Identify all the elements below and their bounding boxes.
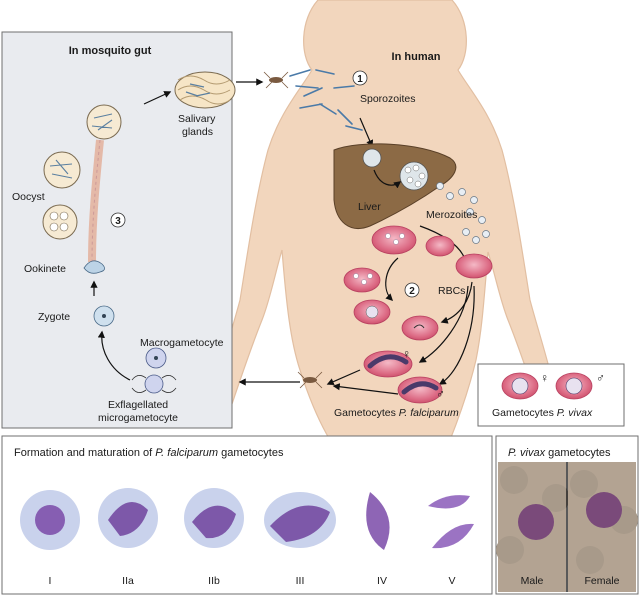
- mosquito-top-icon: [263, 71, 289, 89]
- pv-panel-title: P. vivax gametocytes: [508, 447, 611, 459]
- arrow-sporozoites-to-liver: [359, 117, 374, 148]
- rbcs-label: RBCs: [438, 285, 465, 297]
- salivary-glands-label-line1: Salivary: [178, 113, 216, 125]
- arrow-oocyst-to-salivary: [143, 91, 172, 105]
- sporozoites-label: Sporozoites: [360, 93, 415, 105]
- microgametocyte-illustration: [131, 374, 177, 394]
- step-3-badge: [110, 212, 126, 228]
- liver-label: Liver: [358, 201, 381, 213]
- stage-III-micrograph: [264, 492, 336, 548]
- step-2-badge: [404, 282, 420, 298]
- gametocytes-pf-prefix: Gametocytes: [334, 407, 399, 419]
- zygote-label: Zygote: [38, 311, 70, 323]
- step-3-number: 3: [115, 216, 121, 227]
- salivary-glands-illustration: [174, 71, 236, 109]
- gametocytes-pv-species: P. vivax: [557, 407, 593, 419]
- stage-label-III: III: [296, 575, 305, 587]
- stage-label-IV: IV: [377, 575, 387, 587]
- pf-male-symbol: ♂: [436, 387, 445, 401]
- pf-title-prefix: Formation and maturation of: [14, 447, 155, 459]
- gametocytes-pv-prefix: Gametocytes: [492, 407, 557, 419]
- step-1-badge: [352, 70, 368, 86]
- pv-female-symbol: ♀: [540, 371, 549, 385]
- stage-label-IIa: IIa: [122, 575, 134, 587]
- mosquito-gut-title: In mosquito gut: [69, 45, 152, 57]
- arrow-gametes-to-zygote: [97, 330, 131, 381]
- pv-title-species: P. vivax: [508, 447, 546, 459]
- merozoites-illustration: [436, 182, 490, 244]
- sporozoites-illustration: [289, 69, 363, 131]
- oocyst-illustration: [42, 104, 122, 240]
- pv-male-micrograph: [496, 462, 570, 592]
- pv-gametocytes-box: [477, 363, 625, 427]
- gametocytes-pf-label: Gametocytes P. falciparum: [334, 407, 459, 419]
- pf-female-symbol: ♀: [402, 347, 411, 361]
- pv-gametocytes-illustration: [501, 372, 593, 400]
- step-2-number: 2: [409, 286, 415, 297]
- merozoites-label: Merozoites: [426, 209, 477, 221]
- salivary-glands-label-line2: glands: [182, 126, 213, 138]
- oocyst-label: Oocyst: [12, 191, 45, 203]
- stage-V-micrograph: [428, 495, 474, 549]
- pv-female-label: Female: [584, 575, 619, 587]
- exflag-label-line2: microgametocyte: [98, 412, 178, 424]
- pv-male-label: Male: [521, 575, 544, 587]
- pf-title-species: P. falciparum: [155, 447, 218, 459]
- ookinete-illustration: [83, 260, 105, 274]
- pf-maturation-title: Formation and maturation of P. falciparu…: [14, 447, 284, 459]
- gametocytes-pv-label: Gametocytes P. vivax: [492, 407, 593, 419]
- stage-IIa-micrograph: [98, 488, 158, 548]
- stage-label-I: I: [49, 575, 52, 587]
- human-title: In human: [392, 51, 441, 63]
- stage-label-V: V: [448, 575, 455, 587]
- pf-gametocytes-illustration: [363, 350, 443, 404]
- stage-label-IIb: IIb: [208, 575, 220, 587]
- pv-female-micrograph: [568, 462, 638, 592]
- pv-male-symbol: ♂: [596, 371, 605, 385]
- macrogametocyte-label: Macrogametocyte: [140, 337, 224, 349]
- ookinete-label: Ookinete: [24, 263, 66, 275]
- pf-maturation-panel: [1, 435, 493, 595]
- stage-IIb-micrograph: [184, 488, 244, 548]
- exflag-label-line1: Exflagellated: [108, 399, 168, 411]
- pf-title-suffix: gametocytes: [218, 447, 284, 459]
- stage-I-micrograph: [20, 490, 80, 550]
- rbc-cycle-illustration: [343, 225, 493, 341]
- stage-IV-micrograph: [366, 492, 390, 550]
- gametocytes-pf-species: P. falciparum: [399, 407, 459, 419]
- mosquito-bottom-icon: [297, 371, 323, 389]
- step-1-number: 1: [357, 74, 363, 85]
- pv-title-suffix: gametocytes: [545, 447, 611, 459]
